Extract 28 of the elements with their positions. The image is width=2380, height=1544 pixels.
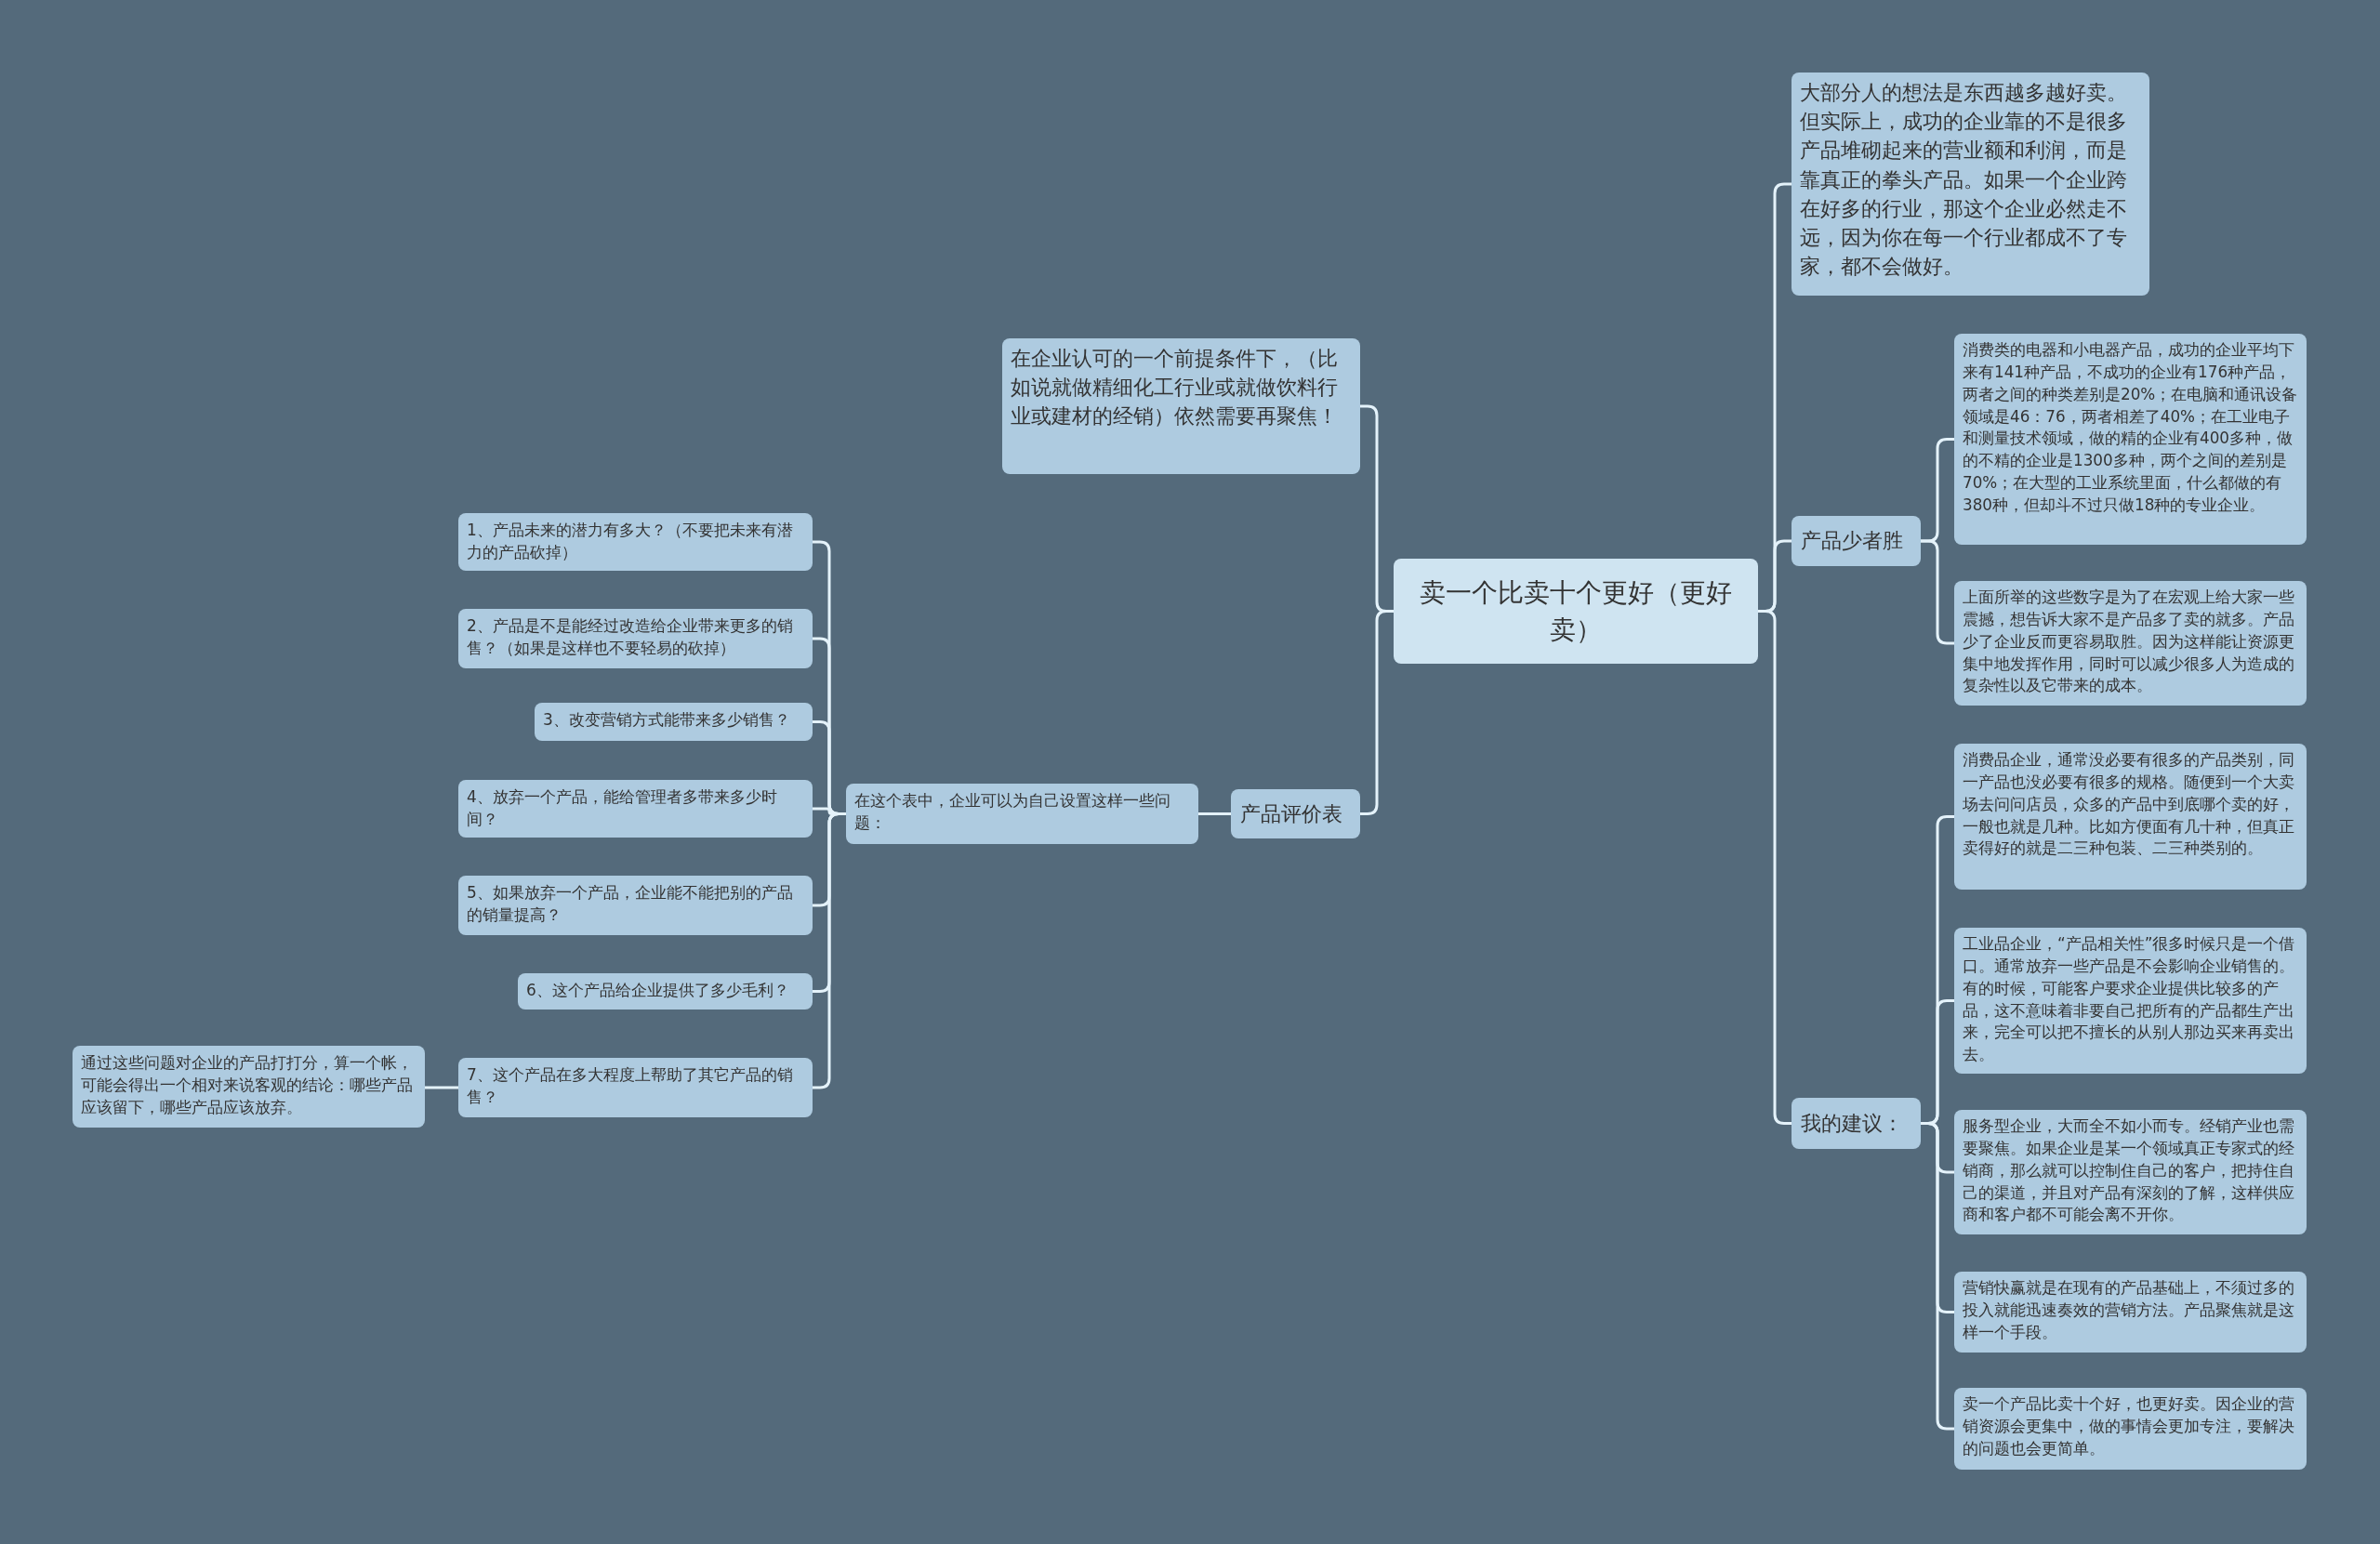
note-box: 卖一个产品比卖十个好，也更好卖。因企业的营销资源会更集中，做的事情会更加专注，要解决的问题也会更简单。	[1954, 1388, 2307, 1470]
connector-line	[1198, 812, 1231, 815]
note-box: 在这个表中，企业可以为自己设置这样一些问题：	[846, 784, 1198, 844]
note-box: 5、如果放弃一个产品，企业能不能把别的产品的销量提高？	[458, 876, 813, 935]
connector-line	[813, 812, 846, 1089]
branch-box: 产品评价表	[1231, 789, 1360, 838]
note-box: 服务型企业，大而全不如小而专。经销产业也需要聚焦。如果企业是某一个领域真正专家式的经销商，那么就可以控制住自己的客户，把持住自己的渠道，并且对产品有深刻的了解，这样供应商和客户都不可能会离不开你。	[1954, 1110, 2307, 1234]
note-box: 营销快赢就是在现有的产品基础上，不须过多的投入就能迅速奏效的营销方法。产品聚焦就是这样一个手段。	[1954, 1272, 2307, 1353]
note-box: 消费类的电器和小电器产品，成功的企业平均下来有141种产品，不成功的企业有176种产品，两者之间的种类差别是20%；在电脑和通讯设备领域是46：76，两者相差了40%；在工业电子和测量技术领域，做的精的企业有400多种，做的不精的企业是1300多种，两个之间的差别是70%；在大型的工业系统里面，什么都做的有380种，但却斗不过只做18种的专业企业。	[1954, 334, 2307, 545]
connector-line	[1921, 539, 1954, 645]
branch-box: 产品少者胜	[1792, 516, 1921, 566]
central-topic-box: 卖一个比卖十个更好（更好卖）	[1394, 559, 1758, 664]
note-box: 消费品企业，通常没必要有很多的产品类别，同一产品也没必要有很多的规格。随便到一个大卖场去问问店员，众多的产品中到底哪个卖的好，一般也就是几种。比如方便面有几十种，但真正卖得好的就是二三种包装、二三种类别的。	[1954, 744, 2307, 890]
branch-box: 我的建议：	[1792, 1098, 1921, 1149]
connector-line	[1360, 610, 1394, 815]
note-box: 1、产品未来的潜力有多大？（不要把未来有潜力的产品砍掉）	[458, 513, 813, 571]
topic-box: 在企业认可的一个前提条件下，（比如说就做精细化工行业或就做饮料行业或建材的经销）依然需要再聚焦！	[1002, 338, 1360, 474]
note-box: 2、产品是不是能经过改造给企业带来更多的销售？（如果是这样也不要轻易的砍掉）	[458, 609, 813, 668]
note-box: 7、这个产品在多大程度上帮助了其它产品的销售？	[458, 1058, 813, 1117]
note-box: 4、放弃一个产品，能给管理者多带来多少时间？	[458, 780, 813, 838]
topic-box: 大部分人的想法是东西越多越好卖。但实际上，成功的企业靠的不是很多产品堆砌起来的营业额和利润，而是靠真正的拳头产品。如果一个企业跨在好多的行业，那这个企业必然走不远，因为你在每一个行业都成不了专家，都不会做好。	[1792, 73, 2149, 296]
connector-line	[425, 1086, 458, 1089]
note-box: 工业品企业，“产品相关性”很多时候只是一个借口。通常放弃一些产品是不会影响企业销售的。有的时候，可能客户要求企业提供比较多的产品，这不意味着非要自己把所有的产品都生产出来，完全可以把不擅长的从别人那边买来再卖出去。	[1954, 928, 2307, 1074]
note-box: 3、改变营销方式能带来多少销售？	[535, 703, 813, 741]
connector-line	[1921, 1122, 1954, 1431]
note-box: 上面所举的这些数字是为了在宏观上给大家一些震撼，想告诉大家不是产品多了卖的就多。产品少了企业反而更容易取胜。因为这样能让资源更集中地发挥作用，同时可以减少很多人为造成的复杂性以及它带来的成本。	[1954, 581, 2307, 706]
note-box: 6、这个产品给企业提供了多少毛利？	[518, 973, 813, 1010]
note-box: 通过这些问题对企业的产品打打分，算一个帐，可能会得出一个相对来说客观的结论：哪些产品应该留下，哪些产品应该放弃。	[73, 1046, 425, 1128]
